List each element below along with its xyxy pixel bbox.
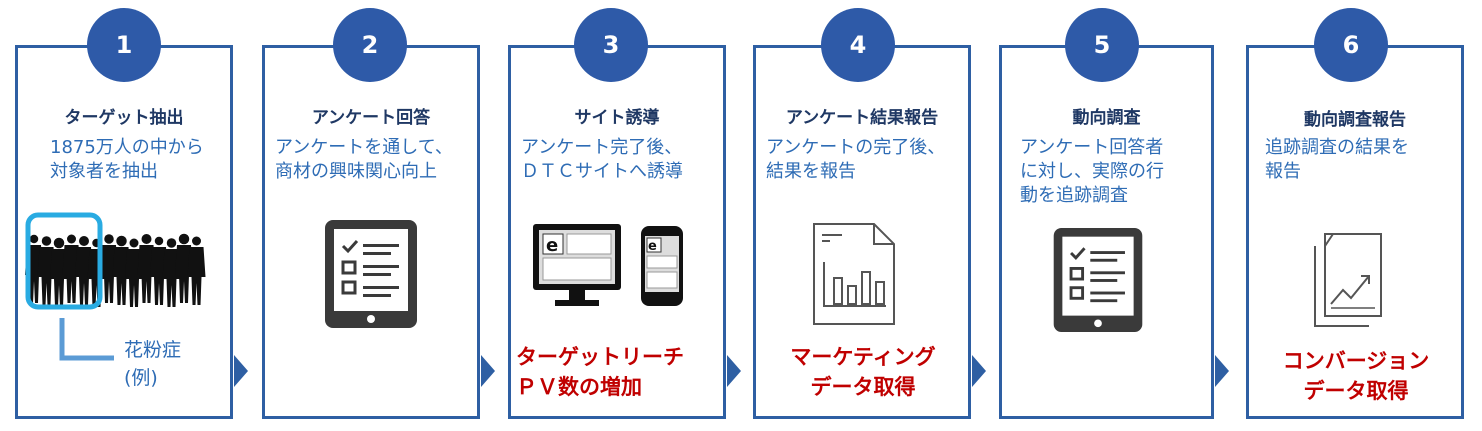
arrow-3 [727, 355, 741, 387]
step-description: アンケート完了後、 ＤＴＣサイトへ誘導 [521, 137, 683, 182]
svg-text:e: e [546, 235, 558, 256]
step-outcome: マーケティング データ取得 [790, 345, 936, 399]
step-outcome: ターゲットリーチ ＰＶ数の増加 [516, 345, 684, 399]
step-description: 1875万人の中から 対象者を抽出 [50, 137, 204, 182]
arrow-2 [481, 355, 495, 387]
step-description: アンケートの完了後、 結果を報告 [766, 137, 946, 182]
step-outcome: コンバージョン データ取得 [1282, 349, 1430, 403]
step-title: アンケート回答 [311, 108, 431, 128]
step-description: アンケートを通して、 商材の興味関心向上 [275, 137, 453, 182]
crowd-silhouette-icon [25, 212, 206, 310]
svg-text:e: e [648, 239, 657, 254]
step-description: アンケート回答者 に対し、実際の行 動を追跡調査 [1020, 137, 1164, 206]
step-title: サイト誘導 [574, 108, 660, 128]
arrow-4 [972, 355, 986, 387]
step-5-box: 動向調査 アンケート回答者 に対し、実際の行 動を追跡調査 [999, 45, 1214, 419]
step-description: 追跡調査の結果を 報告 [1265, 137, 1409, 182]
arrow-5 [1215, 355, 1229, 387]
step-number-badge: 6 [1314, 8, 1388, 82]
step-1-box: ターゲット抽出 1875万人の中から 対象者を抽出 [15, 45, 233, 419]
step-title: アンケート結果報告 [785, 108, 939, 128]
arrow-1 [234, 355, 248, 387]
step-number-badge: 5 [1065, 8, 1139, 82]
callout-label: 花粉症 (例) [124, 339, 182, 389]
step-number-badge: 4 [821, 8, 895, 82]
report-trend-icon [1314, 233, 1382, 327]
report-bar-chart-icon [813, 223, 895, 325]
tablet-checklist-icon [1053, 228, 1143, 332]
monitor-phone-icon: e e [533, 224, 683, 306]
step-title: ターゲット抽出 [64, 108, 184, 128]
callout-connector [59, 318, 114, 361]
step-title: 動向調査 [1072, 108, 1141, 128]
step-number-badge: 3 [574, 8, 648, 82]
tablet-checklist-icon [325, 220, 417, 328]
step-number-badge: 2 [333, 8, 407, 82]
step-number-badge: 1 [87, 8, 161, 82]
step-6-box: 動向調査報告 追跡調査の結果を 報告 コンバージョン データ取得 [1246, 45, 1464, 419]
step-title: 動向調査報告 [1304, 110, 1406, 130]
